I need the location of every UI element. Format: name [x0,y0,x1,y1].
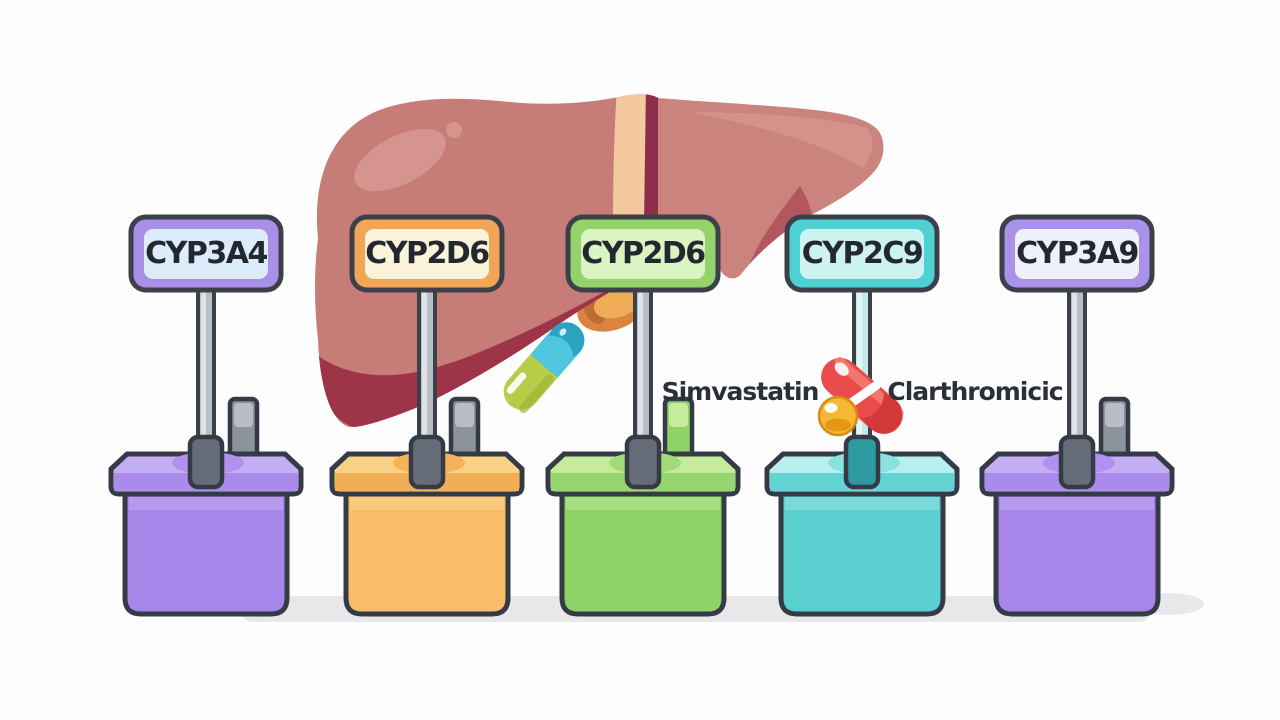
bin-orange [329,396,525,617]
sign-cyp2d6-b [565,214,721,454]
sign-label-cyp3a4: CYP3A4 [145,236,268,271]
drug-label-simvastatin: Simvastatin [661,377,820,406]
sign-cyp3a4 [128,214,284,454]
sign-cyp2c9 [784,214,940,454]
bin-green [545,396,741,617]
enzyme-signs [128,214,1155,454]
sign-cyp2d6-a [349,214,505,454]
liver-highlight [354,128,446,192]
yellow-pill-icon [817,395,859,437]
sign-cyp3a9 [999,214,1155,454]
bin-teal [764,434,960,617]
red-capsule-icon [821,357,904,435]
green-cyan-capsule-icon [503,322,585,414]
liver-underside-shading [315,287,620,428]
right-lobe-shading [748,186,812,268]
sign-label-cyp2d6-b: CYP2D6 [581,236,706,271]
sign-label-cyp2c9: CYP2C9 [801,236,924,271]
enzyme-bins [108,396,1175,617]
drug-label-clarithromycin: Clarthromicic [887,377,1063,406]
bin-purple-1 [108,396,304,617]
sign-label-cyp2d6-a: CYP2D6 [365,236,490,271]
right-lobe-highlight [690,112,873,168]
bin-purple-2 [979,396,1175,617]
sign-label-cyp3a9: CYP3A9 [1016,236,1139,271]
